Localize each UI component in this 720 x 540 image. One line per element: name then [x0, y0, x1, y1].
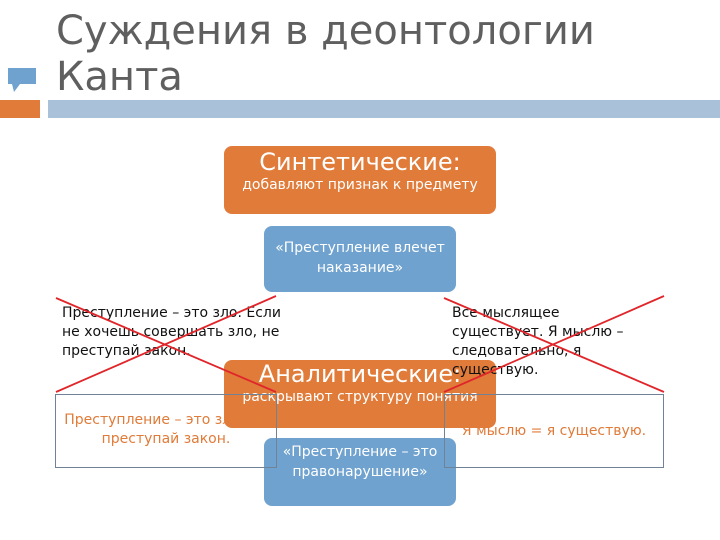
right-crossed-text: Все мыслящее существует. Я мыслю – следо… — [452, 305, 624, 378]
synthetic-heading: Синтетические: — [259, 148, 461, 176]
analytic-example-box: «Преступление – это правонарушение» — [264, 438, 456, 506]
synthetic-example-text: «Преступление влечет наказание» — [275, 240, 445, 276]
title-underline-bar — [48, 100, 720, 118]
synthetic-example-box: «Преступление влечет наказание» — [264, 226, 456, 292]
analytic-example-text: «Преступление – это правонарушение» — [282, 444, 438, 480]
right-conclusion-frame — [444, 394, 664, 468]
analytic-heading: Аналитические: — [258, 360, 462, 388]
speech-bubble-icon — [8, 68, 36, 92]
synthetic-subtitle: добавляют признак к предмету — [242, 177, 478, 193]
analytic-subtitle: раскрывают структуру понятия — [242, 389, 478, 405]
slide-title: Суждения в деонтологии Канта — [56, 8, 595, 100]
left-crossed-text: Преступление – это зло. Если не хочешь с… — [62, 305, 281, 359]
left-conclusion-frame — [55, 394, 277, 468]
synthetic-judgments-box: Синтетические: добавляют признак к предм… — [224, 146, 496, 214]
title-accent-bar — [0, 100, 40, 118]
left-conclusion-text: Преступление – это зло. Не преступай зак… — [64, 412, 268, 447]
right-conclusion-text: Я мыслю = я существую. — [461, 423, 647, 439]
